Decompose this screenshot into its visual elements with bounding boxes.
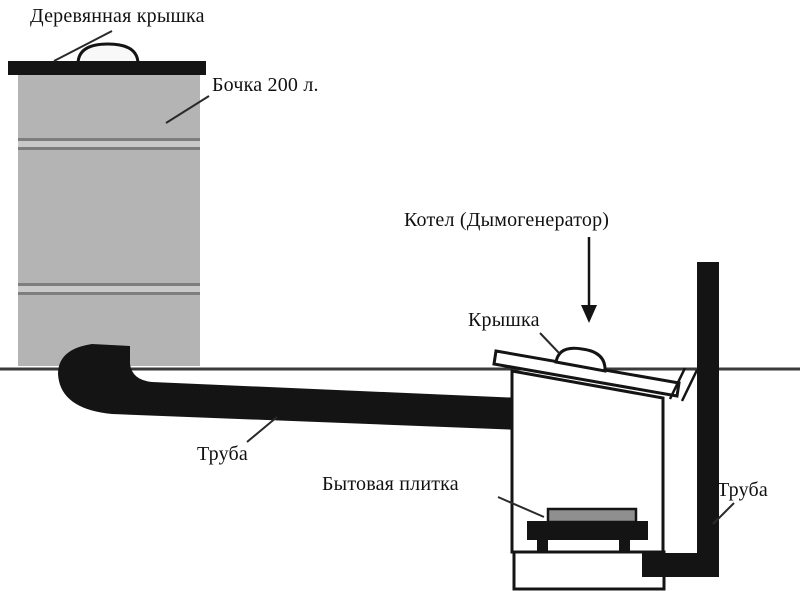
hotplate-leg-left	[537, 539, 548, 553]
barrel-band-upper	[18, 138, 200, 150]
hotplate-base	[527, 521, 648, 540]
wooden-lid-label: Деревянная крышка	[30, 5, 205, 27]
hotplate-pan	[546, 507, 638, 524]
leader-hotplate	[497, 496, 545, 518]
pipe-right-label: Труба	[717, 479, 768, 501]
chimney-pipe-elbow	[642, 553, 719, 577]
barrel-label: Бочка 200 л.	[212, 74, 319, 96]
boiler-lid-handle	[554, 346, 607, 373]
leader-lines	[53, 30, 735, 525]
pipe-left-label: Труба	[197, 443, 248, 465]
boiler-lid	[492, 349, 681, 398]
hotplate-leg-right	[619, 539, 630, 553]
boiler-label: Котел (Дымогенератор)	[404, 209, 610, 231]
boiler-stand	[512, 550, 666, 591]
leader-pipe-right	[712, 502, 735, 525]
leader-pipe-left	[246, 416, 278, 443]
boiler-arrow	[581, 237, 597, 323]
barrel-band-lower	[18, 283, 200, 295]
hotplate-label: Бытовая плитка	[322, 473, 459, 495]
barrel-body	[18, 74, 200, 366]
barrel-wooden-lid	[8, 61, 206, 75]
leader-wooden-lid	[53, 30, 113, 62]
barrel-lid-handle	[76, 42, 140, 66]
leader-kettle-lid	[539, 332, 560, 354]
leader-barrel	[165, 95, 210, 124]
kettle-lid-label: Крышка	[468, 309, 540, 331]
smoke-pipe	[58, 344, 522, 430]
hatch-marks	[668, 367, 699, 402]
chimney-pipe-vertical	[697, 262, 719, 577]
